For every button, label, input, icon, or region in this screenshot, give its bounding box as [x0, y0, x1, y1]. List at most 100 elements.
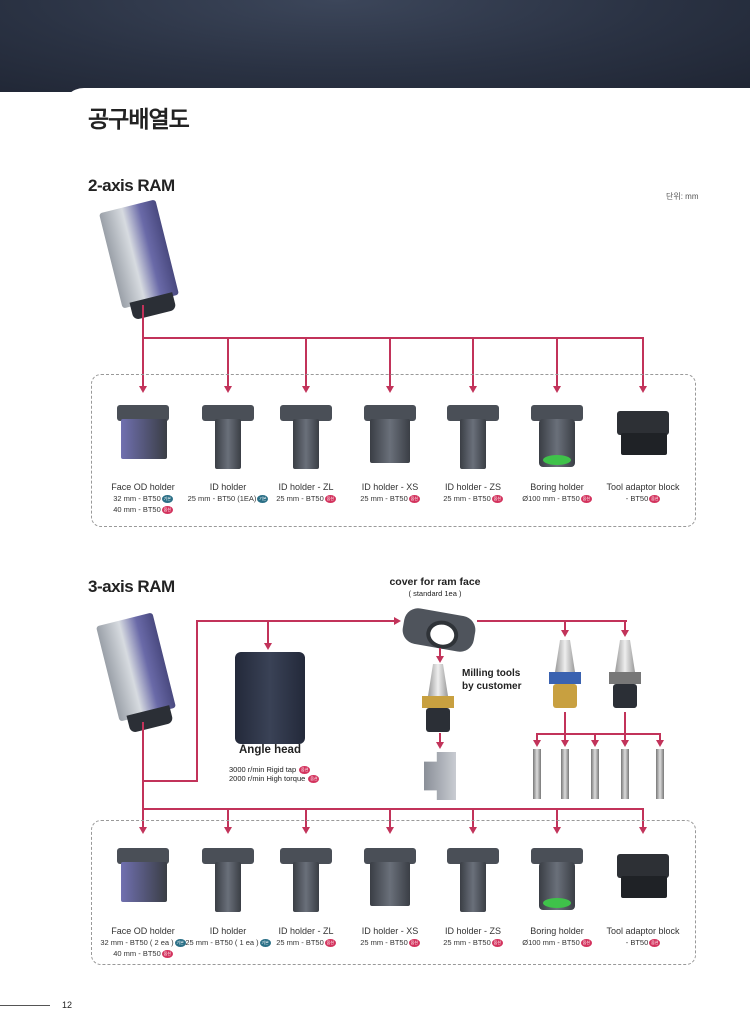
angle-head-title: Angle head: [239, 744, 301, 756]
spec-text: Ø100 mm - BT50: [522, 938, 580, 947]
connector-line: [439, 733, 441, 743]
arrow-down-icon: [553, 386, 561, 393]
id-holder-image: [198, 395, 258, 475]
connector-line: [196, 620, 198, 781]
tool-group-2axis: [91, 374, 696, 527]
ram-2axis-image: [99, 199, 179, 309]
spec-text: 25 mm - BT50: [360, 494, 408, 503]
connector-line: [564, 712, 566, 734]
connector-line: [389, 808, 391, 828]
face-od-holder-image: [113, 838, 173, 918]
tool-spec: 25 mm - BT50 ( 1 ea )기본: [173, 937, 283, 948]
connector-line: [472, 337, 474, 387]
id-holder-zs-image: [443, 838, 503, 918]
tool-name: Tool adaptor block: [606, 482, 680, 492]
arrow-down-icon: [264, 643, 272, 650]
tool-name: Tool adaptor block: [606, 926, 680, 936]
tool-name: ID holder - ZL: [278, 482, 334, 492]
cutting-tool-image: [561, 749, 569, 799]
connector-line: [142, 808, 644, 810]
option-badge: 옵션: [491, 495, 503, 504]
option-badge: 옵션: [408, 939, 420, 948]
id-holder-image: [198, 838, 258, 918]
spec-text: 25 mm - BT50: [443, 938, 491, 947]
connector-line: [556, 808, 558, 828]
option-badge: 옵션: [491, 939, 503, 948]
arrow-down-icon: [386, 827, 394, 834]
arrow-right-icon: [394, 617, 401, 625]
tool-name: ID holder: [209, 482, 247, 492]
option-badge: 옵션: [580, 939, 592, 948]
section-title-3axis: 3-axis RAM: [88, 577, 175, 596]
tool-spec: 25 mm - BT50 (1EA)기본: [173, 493, 283, 504]
arrow-down-icon: [224, 827, 232, 834]
spec-text: 32 mm - BT50: [113, 494, 161, 503]
connector-line: [659, 733, 661, 741]
option-badge: 옵션: [299, 766, 311, 775]
milling-line2: by customer: [462, 681, 522, 692]
boring-holder-image: [527, 838, 587, 918]
tool-name: Boring holder: [530, 482, 584, 492]
spec-text: 25 mm - BT50 (1EA): [187, 494, 257, 503]
tool-name: ID holder - ZS: [444, 482, 502, 492]
id-holder-xs-image: [360, 838, 420, 918]
connector-line: [642, 808, 644, 828]
cutting-tool-image: [621, 749, 629, 799]
connector-line: [267, 620, 269, 644]
spec-text: 40 mm - BT50: [113, 505, 161, 514]
connector-line: [536, 733, 538, 741]
cutting-tool-image: [656, 749, 664, 799]
connector-line: [389, 337, 391, 387]
tool-name: ID holder - XS: [361, 482, 419, 492]
ram-face-cover-image: [400, 606, 478, 654]
standard-badge: 기본: [257, 495, 269, 504]
spec-text: 2000 r/min High torque: [229, 774, 306, 784]
cover-note: ( standard 1ea ): [408, 589, 462, 598]
connector-line: [305, 337, 307, 387]
tool-name: Boring holder: [530, 926, 584, 936]
option-badge: 옵션: [308, 775, 320, 784]
connector-line: [227, 337, 229, 387]
title-tab: [62, 88, 750, 148]
id-holder-zl-image: [276, 838, 336, 918]
connector-line: [624, 733, 626, 741]
face-od-holder-image: [113, 395, 173, 475]
option-badge: 옵션: [649, 939, 661, 948]
connector-line: [142, 337, 144, 387]
id-holder-zs-image: [443, 395, 503, 475]
id-holder-zl-image: [276, 395, 336, 475]
arrow-down-icon: [561, 630, 569, 637]
option-badge: 옵션: [161, 950, 173, 959]
connector-line: [305, 808, 307, 828]
milling-tools-label: Milling tools by customer: [462, 667, 521, 693]
connector-line: [556, 337, 558, 387]
arrow-down-icon: [224, 386, 232, 393]
spec-text: 3000 r/min Rigid tap: [229, 765, 297, 774]
section-title-2axis: 2-axis RAM: [88, 176, 175, 195]
arrow-down-icon: [469, 386, 477, 393]
cover-title: cover for ram face: [389, 576, 481, 588]
tool-name: ID holder - ZL: [278, 926, 334, 936]
boring-holder-image: [527, 395, 587, 475]
connector-line: [624, 712, 626, 734]
option-badge: 옵션: [580, 495, 592, 504]
angle-head-specs: 3000 r/min Rigid tap 옵션 2000 r/min High …: [229, 765, 320, 784]
arrow-down-icon: [436, 742, 444, 749]
